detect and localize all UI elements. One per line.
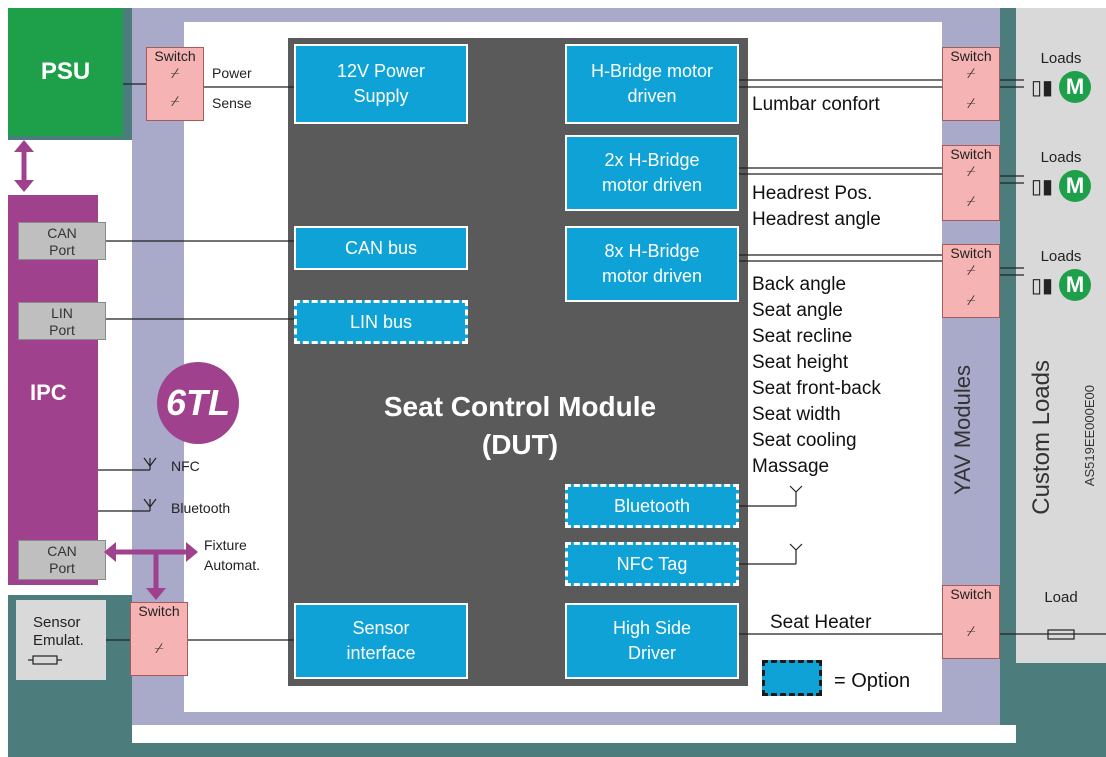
nfc-tag-block: NFC Tag	[565, 542, 739, 586]
ipc-block	[8, 195, 98, 585]
can-bus-block: CAN bus	[294, 226, 468, 270]
motor-icon: M	[1059, 71, 1091, 103]
load-box-heater: Load	[1016, 585, 1106, 659]
lin-bus-block: LIN bus	[294, 300, 468, 344]
legend-option-swatch	[762, 660, 822, 696]
power-supply-block: 12V Power Supply	[294, 44, 468, 124]
bluetooth-block: Bluetooth	[565, 484, 739, 528]
legend-option-text: = Option	[834, 670, 911, 692]
fn-seat-front-back: Seat front-back	[752, 378, 881, 399]
power-label: Power	[212, 65, 252, 81]
switch-icon: ⌿	[966, 262, 976, 279]
switch-icon: ⌿	[154, 640, 164, 657]
fn-seat-width: Seat width	[752, 404, 841, 425]
fn-massage: Massage	[752, 456, 830, 477]
can-port-bottom: CAN Port	[18, 540, 106, 580]
ipc-psu-arrow	[14, 140, 34, 192]
yav-switch-3[interactable]: Switch ⌿ ⌿	[942, 244, 1000, 318]
antenna-icon	[143, 457, 803, 551]
psu-label: PSU	[40, 58, 91, 85]
yav-switch-2[interactable]: Switch ⌿ ⌿	[942, 145, 1000, 221]
sense-label: Sense	[212, 95, 252, 111]
headrest-angle-label: Headrest angle	[752, 209, 881, 230]
psu-block: PSU	[8, 8, 123, 136]
resistor-icon	[32, 655, 58, 665]
hbridge1-block: H-Bridge motor driven	[565, 44, 739, 124]
lumbar-label: Lumbar confort	[752, 94, 880, 115]
fn-seat-cooling: Seat cooling	[752, 430, 857, 451]
resistor-icon	[1047, 629, 1075, 640]
can-port-top: CAN Port	[18, 222, 106, 260]
sensor-switch[interactable]: Switch ⌿	[130, 602, 188, 676]
loads-box-2: Loads ▯▮ M	[1016, 145, 1106, 221]
fn-seat-recline: Seat recline	[752, 326, 853, 347]
fixture-label-2: Automat.	[204, 557, 261, 573]
switch-icon: ⌿	[966, 292, 976, 309]
high-side-driver-block: High Side Driver	[565, 603, 739, 679]
motor-icon: M	[1059, 170, 1091, 202]
hbridge2-block: 2x H-Bridge motor driven	[565, 135, 739, 211]
fn-back-angle: Back angle	[752, 274, 847, 295]
fn-seat-angle: Seat angle	[752, 300, 843, 321]
capacitor-icon: ▯▮	[1030, 175, 1053, 198]
lin-port: LIN Port	[18, 302, 106, 340]
loads-box-3: Loads ▯▮ M	[1016, 244, 1106, 320]
switch-icon: ⌿	[170, 93, 180, 110]
motor-icon: M	[1059, 269, 1091, 301]
bluetooth-label: Bluetooth	[171, 500, 231, 516]
switch-icon: ⌿	[170, 65, 180, 82]
nfc-label: NFC	[171, 458, 200, 474]
switch-icon: ⌿	[966, 193, 976, 210]
bottom-white-area	[132, 725, 1016, 743]
psu-switch[interactable]: Switch ⌿ ⌿	[146, 47, 204, 121]
switch-icon: ⌿	[966, 163, 976, 180]
psu-switch-label: Switch	[154, 48, 196, 64]
fn-seat-height: Seat height	[752, 352, 849, 373]
scm-title: Seat Control Module (DUT)	[383, 391, 657, 460]
fixture-automation-arrow	[104, 542, 198, 600]
yav-switch-4[interactable]: Switch ⌿	[942, 585, 1000, 659]
loads-box-1: Loads ▯▮ M	[1016, 46, 1106, 122]
capacitor-icon: ▯▮	[1030, 76, 1053, 99]
headrest-pos-label: Headrest Pos.	[752, 183, 873, 204]
6tl-logo: 6TL	[157, 362, 239, 444]
sensor-switch-label: Switch	[138, 603, 180, 619]
seat-heater-label: Seat Heater	[770, 612, 872, 633]
fixture-label-1: Fixture	[204, 537, 247, 553]
yav-switch-1[interactable]: Switch ⌿ ⌿	[942, 47, 1000, 121]
sensor-emul-line1: Sensor	[33, 614, 81, 631]
ipc-label: IPC	[30, 380, 67, 405]
hbridge8-block: 8x H-Bridge motor driven	[565, 226, 739, 302]
switch-icon: ⌿	[966, 623, 976, 640]
capacitor-icon: ▯▮	[1030, 274, 1053, 297]
sensor-interface-block: Sensor interface	[294, 603, 468, 679]
sensor-emul-line2: Emulat.	[33, 632, 84, 649]
sensor-emulator-box	[16, 600, 106, 680]
switch-icon: ⌿	[966, 95, 976, 112]
switch-icon: ⌿	[966, 65, 976, 82]
